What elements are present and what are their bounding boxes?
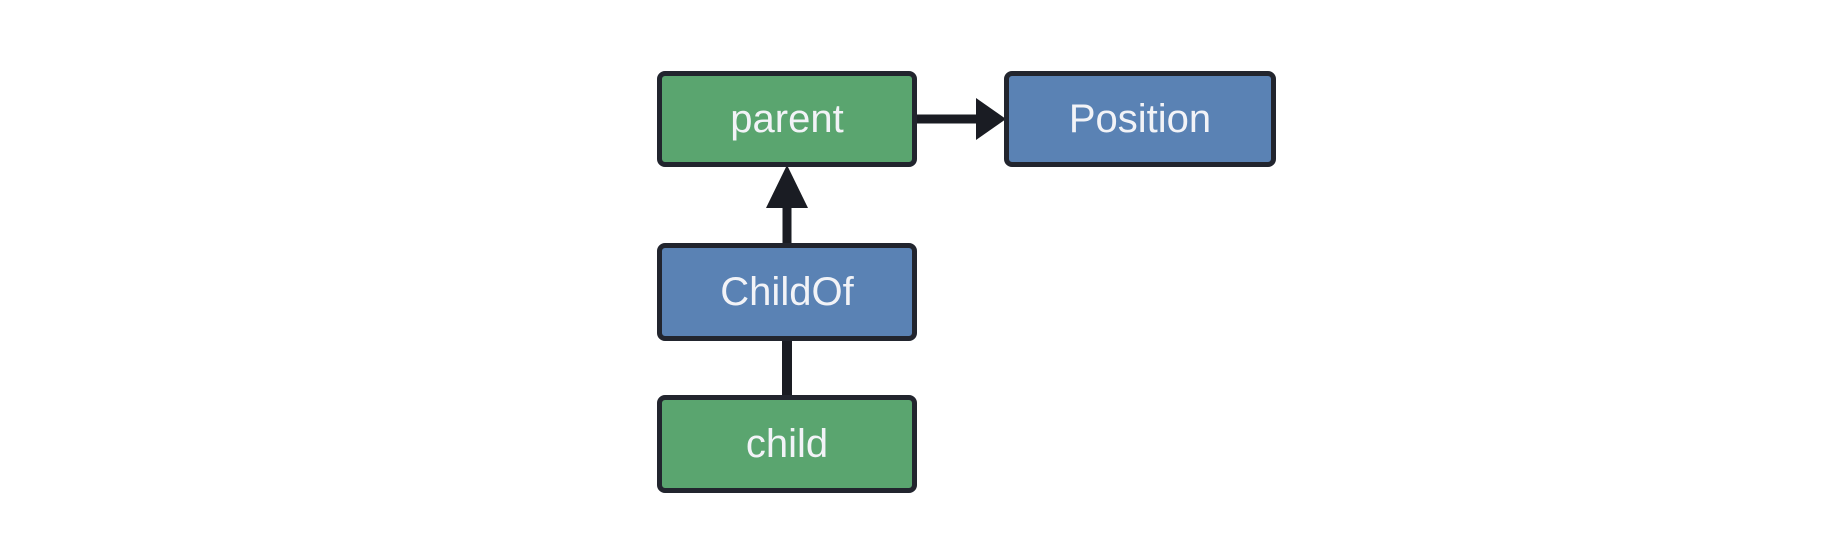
node-childof-label: ChildOf: [720, 270, 854, 314]
node-parent: parent: [657, 71, 917, 167]
edge-childof-to-parent: [766, 165, 808, 246]
node-child: child: [657, 395, 917, 493]
node-parent-label: parent: [730, 97, 844, 141]
node-position-label: Position: [1068, 97, 1212, 141]
edge-parent-to-position: [914, 98, 1006, 140]
node-child-label: child: [745, 422, 829, 466]
node-position: Position: [1004, 71, 1276, 167]
node-childof: ChildOf: [657, 243, 917, 341]
